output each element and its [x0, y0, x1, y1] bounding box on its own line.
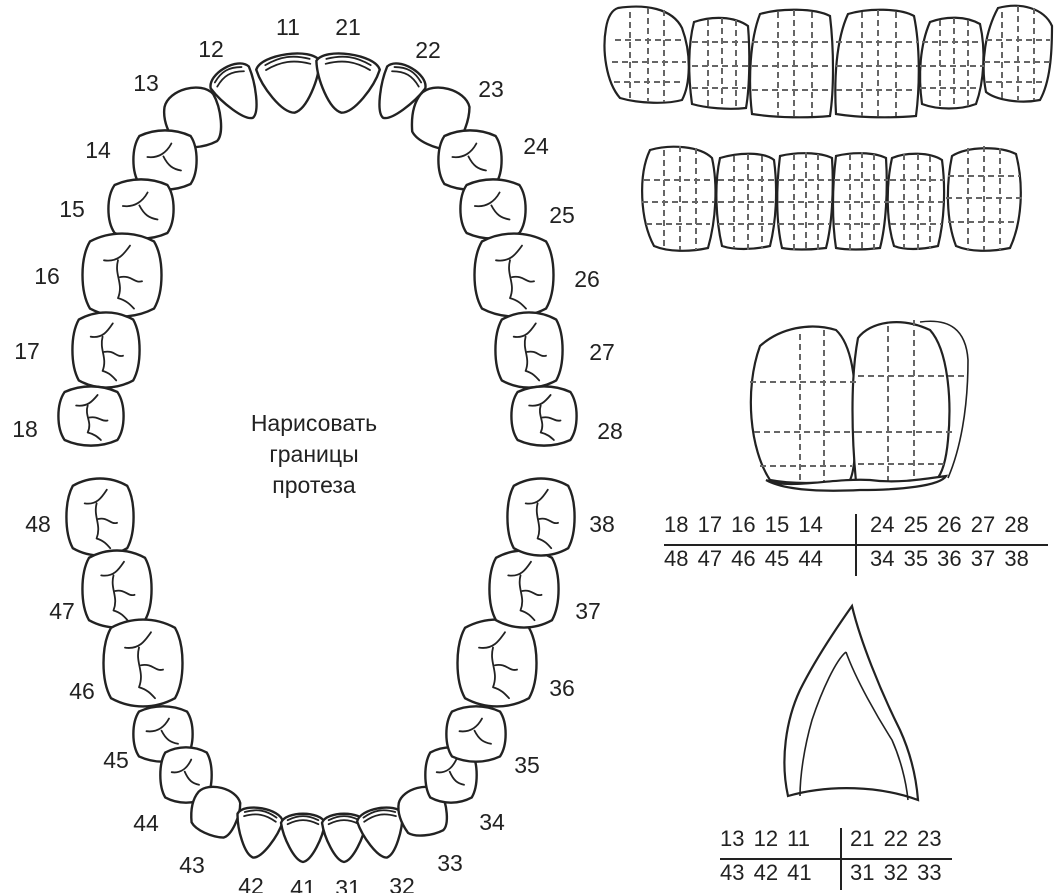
tooth-outline: [58, 386, 123, 445]
tooth-outline: [458, 620, 537, 707]
tooth-outline: [489, 550, 558, 627]
crown-11-front[interactable]: [750, 10, 833, 118]
tooth-number-31: 31: [335, 875, 361, 893]
tooth-outline: [255, 50, 327, 117]
tooth-18[interactable]: [58, 386, 123, 445]
tooth-37[interactable]: [489, 550, 558, 627]
tooth-41[interactable]: [281, 814, 325, 862]
crown-22-front[interactable]: [920, 18, 983, 109]
tooth-46[interactable]: [104, 620, 183, 707]
tooth-48[interactable]: [66, 478, 133, 555]
tooth-number-32: 32: [389, 873, 415, 893]
crown-43-front[interactable]: [642, 147, 715, 251]
formula-anterior-lower-right: 31 32 33: [850, 860, 942, 886]
tooth-number-22: 22: [415, 37, 441, 63]
tooth-outline: [104, 620, 183, 707]
tooth-number-26: 26: [574, 266, 600, 292]
anterior-tooth-formula: 13 12 11 21 22 23 43 42 41 31 32 33: [720, 826, 960, 892]
tooth-number-18: 18: [12, 416, 38, 442]
tooth-25[interactable]: [460, 179, 525, 238]
tooth-outline: [72, 312, 139, 387]
tooth-16[interactable]: [83, 234, 162, 317]
crown-13-front[interactable]: [605, 7, 689, 103]
tooth-outline: [82, 550, 151, 627]
crown-12-front[interactable]: [689, 18, 749, 109]
tooth-15[interactable]: [108, 179, 173, 238]
tooth-number-36: 36: [549, 675, 575, 701]
tooth-number-13: 13: [133, 70, 159, 96]
tooth-number-47: 47: [49, 598, 75, 624]
tooth-28[interactable]: [511, 386, 576, 445]
tooth-number-24: 24: [523, 133, 549, 159]
formula-posterior-upper-right: 24 25 26 27 28: [870, 512, 1029, 538]
formula-posterior-lower-left: 48 47 46 45 44: [664, 546, 823, 572]
tooth-outline: [495, 312, 562, 387]
tooth-outline: [66, 478, 133, 555]
tooth-number-35: 35: [514, 752, 540, 778]
formula-anterior-vline: [840, 828, 842, 890]
lower-anterior-teeth-view: [642, 146, 1022, 251]
formula-posterior-lower-right: 34 35 36 37 38: [870, 546, 1029, 572]
tooth-36[interactable]: [458, 620, 537, 707]
tooth-38[interactable]: [507, 478, 574, 555]
crown-incisor-section[interactable]: [784, 606, 918, 800]
tooth-number-15: 15: [59, 196, 85, 222]
formula-anterior-upper-right: 21 22 23: [850, 826, 942, 852]
tooth-outline: [507, 478, 574, 555]
crown-41-front[interactable]: [777, 153, 833, 249]
posterior-tooth-formula: 18 17 16 15 14 24 25 26 27 28 48 47 46 4…: [664, 512, 1052, 578]
tooth-number-14: 14: [85, 137, 111, 163]
formula-anterior-upper-left: 13 12 11: [720, 826, 810, 852]
instruction-text: Нарисовать границы протеза: [214, 408, 414, 501]
tooth-26[interactable]: [475, 234, 554, 317]
formula-posterior-upper-left: 18 17 16 15 14: [664, 512, 823, 538]
incisor-section-view: [784, 606, 918, 800]
tooth-number-21: 21: [335, 14, 361, 40]
tooth-number-45: 45: [103, 747, 129, 773]
tooth-number-48: 48: [25, 511, 51, 537]
tooth-42[interactable]: [230, 804, 284, 861]
tooth-number-27: 27: [589, 339, 615, 365]
tooth-number-43: 43: [179, 852, 205, 878]
tooth-11[interactable]: [255, 50, 327, 117]
tooth-outline: [475, 234, 554, 317]
tooth-number-37: 37: [575, 598, 601, 624]
instruction-line-3: протеза: [214, 470, 414, 501]
tooth-21[interactable]: [310, 50, 382, 117]
tooth-17[interactable]: [72, 312, 139, 387]
tooth-number-17: 17: [14, 338, 40, 364]
tooth-number-46: 46: [69, 678, 95, 704]
tooth-27[interactable]: [495, 312, 562, 387]
tooth-outline: [511, 386, 576, 445]
formula-posterior-vline: [855, 514, 857, 576]
crown-32-front[interactable]: [888, 154, 944, 249]
tooth-35[interactable]: [446, 706, 505, 761]
formula-anterior-hline: [720, 858, 952, 860]
tooth-number-28: 28: [597, 418, 623, 444]
tooth-number-25: 25: [549, 202, 575, 228]
molar-side-view: [750, 320, 968, 491]
tooth-number-16: 16: [34, 263, 60, 289]
tooth-number-34: 34: [479, 809, 505, 835]
crown-molar-left-side[interactable]: [751, 327, 856, 483]
tooth-number-42: 42: [238, 873, 264, 893]
crown-molar-right-side[interactable]: [853, 322, 950, 483]
tooth-number-41: 41: [290, 875, 316, 893]
instruction-line-2: границы: [214, 439, 414, 470]
formula-anterior-lower-left: 43 42 41: [720, 860, 812, 886]
tooth-outline: [310, 50, 382, 117]
tooth-number-44: 44: [133, 810, 159, 836]
crown-42-front[interactable]: [716, 154, 776, 249]
tooth-number-12: 12: [198, 36, 224, 62]
tooth-number-23: 23: [478, 76, 504, 102]
instruction-line-1: Нарисовать: [214, 408, 414, 439]
tooth-number-38: 38: [589, 511, 615, 537]
tooth-number-33: 33: [437, 850, 463, 876]
upper-anterior-teeth-view: [605, 6, 1052, 118]
tooth-number-11: 11: [276, 14, 300, 40]
tooth-outline: [230, 804, 284, 861]
tooth-47[interactable]: [82, 550, 151, 627]
tooth-outline: [83, 234, 162, 317]
